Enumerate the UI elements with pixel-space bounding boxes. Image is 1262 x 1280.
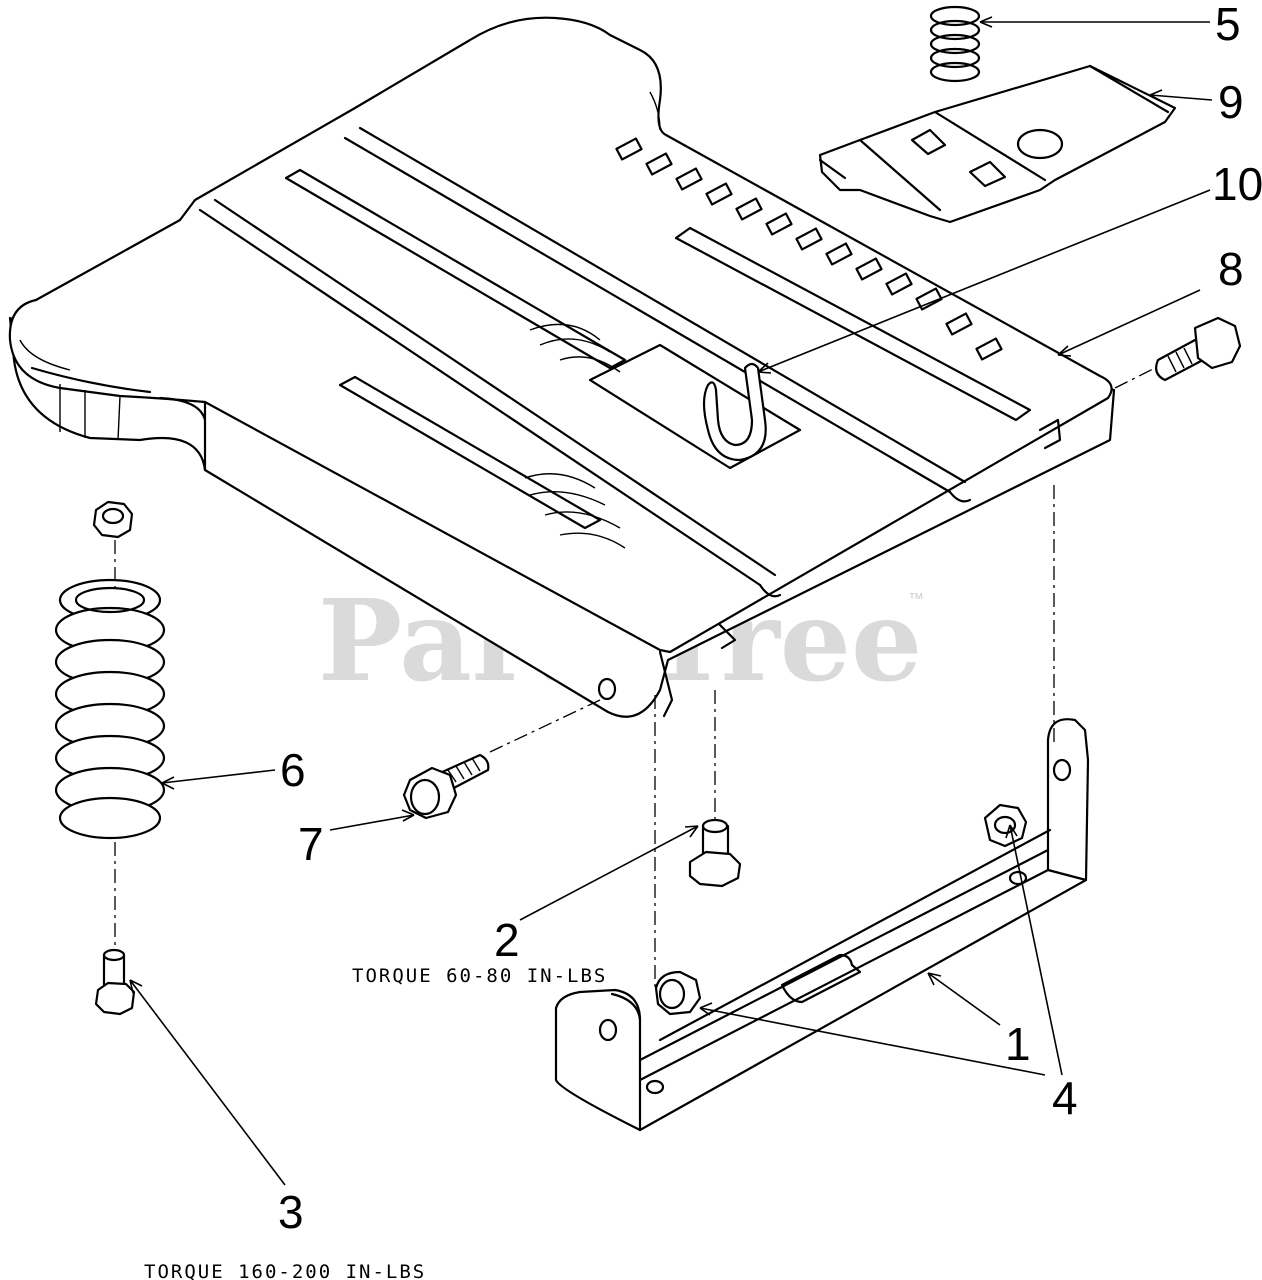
callout-3: 3: [278, 1186, 304, 1238]
seat-spring: [54, 578, 166, 840]
flange-nut-right: [983, 803, 1028, 848]
seat-pan: [8, 16, 1116, 718]
bolt-3: [94, 948, 136, 1016]
bolt-2: [688, 818, 742, 888]
mounting-bracket: [554, 718, 1090, 1132]
watermark-trademark: ™: [908, 591, 924, 608]
right-bolt: [1155, 316, 1242, 382]
retaining-clip: [702, 362, 767, 462]
center-lines: [114, 367, 1156, 990]
small-spring: [929, 5, 981, 83]
leader-lines: [129, 16, 1213, 1186]
shoulder-bolt: [402, 753, 490, 820]
callout-6: 6: [280, 744, 306, 796]
callout-7: 7: [298, 818, 324, 870]
latch-plate: [818, 64, 1177, 224]
callouts: 5 9 10 8 6 7 2 1 4 3: [278, 0, 1262, 1238]
torque-note-bolt-2: TORQUE 60-80 IN-LBS: [352, 965, 607, 987]
callout-10: 10: [1212, 158, 1262, 210]
callout-9: 9: [1218, 76, 1244, 128]
callout-5: 5: [1215, 0, 1241, 50]
callout-1: 1: [1005, 1018, 1031, 1070]
torque-note-bolt-3: TORQUE 160-200 IN-LBS: [144, 1261, 426, 1280]
callout-2: 2: [494, 914, 520, 966]
adjustment-slots: [615, 137, 1003, 361]
flange-nut-left: [654, 970, 702, 1016]
callout-8: 8: [1218, 243, 1244, 295]
flange-nut-top: [92, 500, 134, 539]
callout-4: 4: [1052, 1072, 1078, 1124]
